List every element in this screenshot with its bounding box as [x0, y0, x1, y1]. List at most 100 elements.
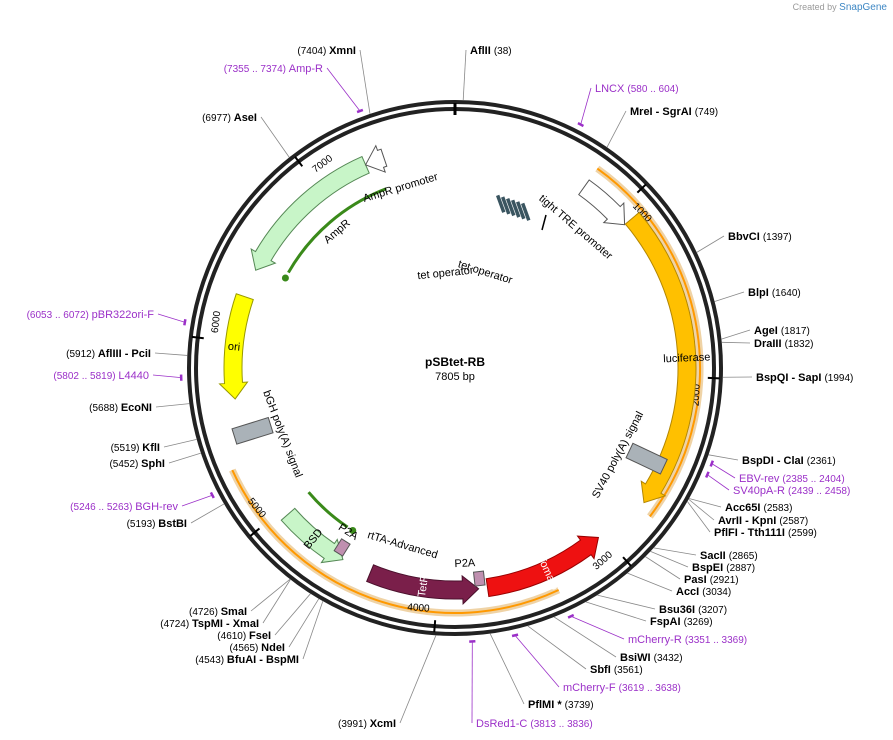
- feature-boxes: [231, 416, 668, 587]
- primer-name: DsRed1-C: [476, 718, 530, 730]
- primer-leader-3: [152, 374, 182, 379]
- site-leader-10: [688, 498, 722, 508]
- site-position: (5519): [111, 443, 143, 454]
- primer-name: LNCX: [595, 83, 627, 95]
- primer-mark-8: [511, 633, 519, 638]
- feature-label-7: P2A: [336, 521, 361, 543]
- site-name: KflI: [142, 442, 160, 454]
- site-leader-19: [553, 616, 617, 658]
- site-leader-13: [653, 547, 697, 556]
- site-position: (5912): [66, 349, 98, 360]
- primer-label-8: mCherry-F (3619 .. 3638): [563, 682, 681, 694]
- site-name: SphI: [141, 458, 165, 470]
- site-label-28: (5193) BstBI: [127, 518, 187, 530]
- site-name: AseI: [234, 112, 257, 124]
- site-position: (4610): [217, 631, 249, 642]
- primer-position: (7355 .. 7374): [224, 64, 289, 75]
- site-name: AflIII - PciI: [98, 348, 151, 360]
- feature-box-0: [625, 442, 668, 475]
- primer-leader-7: [570, 615, 625, 640]
- site-name: NdeI: [261, 642, 285, 654]
- feature-name-luciferase: luciferase: [663, 351, 711, 365]
- site-label-3: MreI - SgrAI (749): [630, 106, 718, 118]
- primer-name: SV40pA-R: [733, 485, 788, 497]
- site-name: BsiWI: [620, 652, 654, 664]
- primer-label-6: (5246 .. 5263) BGH-rev: [70, 501, 178, 513]
- site-label-14: BspEI (2887): [692, 562, 755, 574]
- feature-label-2: tet operator: [417, 265, 475, 283]
- primer-position: (5246 .. 5263): [70, 502, 135, 513]
- site-position: (1994): [824, 373, 853, 384]
- site-position: (3432): [654, 653, 683, 664]
- site-leader-2: [260, 116, 290, 158]
- primer-position: (3813 .. 3836): [530, 719, 592, 730]
- primer-position: (3619 .. 3638): [619, 683, 681, 694]
- site-position: (749): [695, 107, 718, 118]
- tet-operator-bar-0: [496, 194, 506, 213]
- site-leader-26: [288, 598, 320, 648]
- site-name: AflII: [470, 45, 494, 57]
- site-name: PflMI *: [528, 699, 565, 711]
- site-leader-30: [163, 438, 197, 448]
- site-label-20: SbfI (3561): [590, 664, 643, 676]
- site-label-11: AvrII - KpnI (2587): [718, 515, 808, 527]
- site-position: (1817): [781, 326, 810, 337]
- site-position: (2921): [710, 575, 739, 586]
- site-position: (2583): [764, 503, 793, 514]
- green-arc-0: [287, 187, 387, 274]
- plasmid-length: 7805 bp: [435, 371, 475, 383]
- feature-label-5: rtTA-Advanced: [366, 529, 439, 561]
- site-position: (4724): [160, 619, 192, 630]
- tick-label-3: 4000: [407, 602, 430, 615]
- site-position: (4726): [189, 607, 221, 618]
- primer-position: (580 .. 604): [627, 84, 678, 95]
- site-leader-29: [168, 452, 202, 464]
- site-label-6: AgeI (1817): [754, 325, 810, 337]
- tick-label-5: 6000: [210, 310, 224, 334]
- feature-name-ori: ori: [227, 341, 240, 354]
- feature-box-1: [231, 416, 274, 445]
- tet-operators: [496, 194, 547, 231]
- feature-arrow-rtetr: [366, 564, 480, 606]
- site-name: Acc65I: [725, 502, 764, 514]
- site-leader-0: [462, 49, 467, 101]
- site-position: (1397): [763, 232, 792, 243]
- primer-leader-2: [157, 313, 185, 323]
- backbone-outer-ring: [187, 100, 723, 636]
- site-position: (6977): [202, 113, 234, 124]
- primer-label-5: SV40pA-R (2439 .. 2458): [733, 485, 850, 497]
- snapgene-logo-text: SnapGene: [839, 2, 887, 13]
- site-label-9: BspDI - ClaI (2361): [742, 455, 836, 467]
- site-label-2: (6977) AseI: [202, 112, 257, 124]
- site-name: DraIII: [754, 338, 785, 350]
- site-label-5: BlpI (1640): [748, 287, 801, 299]
- plasmid-name: pSBtet-RB: [425, 355, 485, 369]
- site-name: SbfI: [590, 664, 614, 676]
- outer-arcs: [229, 165, 704, 617]
- primer-label-7: mCherry-R (3351 .. 3369): [628, 634, 747, 646]
- primer-mark-7: [567, 613, 575, 619]
- site-leader-11: [688, 498, 715, 521]
- site-position: (5688): [89, 403, 121, 414]
- primer-name: mCherry-F: [563, 682, 619, 694]
- site-label-31: (5688) EcoNI: [89, 402, 152, 414]
- outer-arc-1: [231, 469, 560, 614]
- site-leader-20: [527, 625, 587, 670]
- site-label-15: PasI (2921): [684, 574, 739, 586]
- site-name: PasI: [684, 574, 710, 586]
- feature-box-2: [472, 570, 486, 587]
- site-position: (3739): [565, 700, 594, 711]
- tet-operator-bar-3: [511, 199, 521, 218]
- site-position: (2361): [807, 456, 836, 467]
- site-position: (38): [494, 46, 512, 57]
- tick-mark-5: [191, 335, 204, 340]
- site-position: (5452): [109, 459, 141, 470]
- tick-mark-6: [294, 156, 304, 167]
- site-leader-14: [650, 550, 689, 568]
- site-position: (1640): [772, 288, 801, 299]
- primer-label-0: (7355 .. 7374) Amp-R: [224, 63, 323, 75]
- site-name: SacII: [700, 550, 729, 562]
- site-position: (3207): [698, 605, 727, 616]
- site-label-30: (5519) KflI: [111, 442, 160, 454]
- feature-arrow-dtomato: [485, 535, 600, 598]
